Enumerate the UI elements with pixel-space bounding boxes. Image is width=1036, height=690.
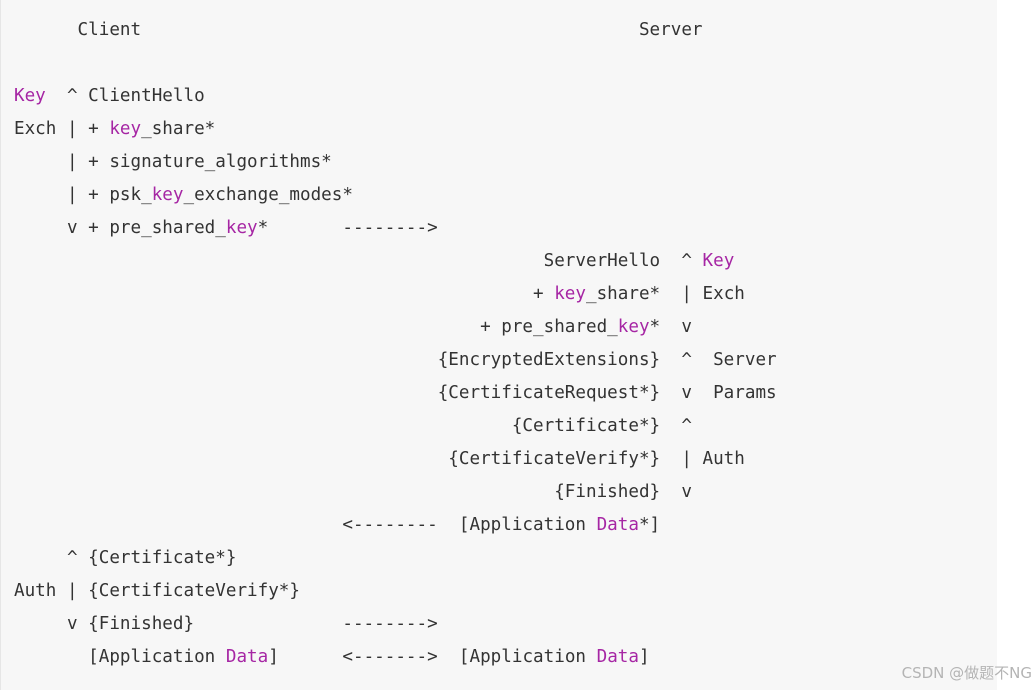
code-text: * v [649,317,692,337]
keyword-token: Data [596,515,639,535]
code-text: Auth | {CertificateVerify*} [14,581,300,601]
code-text: | + psk_ [14,185,152,205]
code-line: v + pre_shared_key* --------> [14,212,777,245]
code-line: {Certificate*} ^ [14,410,777,443]
code-text: + pre_shared_ [14,317,618,337]
code-text: _share* [141,119,216,139]
code-text: {Certificate*} ^ [14,416,692,436]
watermark: CSDN @做题不NG [901,664,1032,682]
code-text: ^ ClientHello [45,86,205,106]
keyword-token: key [617,317,650,337]
code-line: {EncryptedExtensions} ^ Server [14,344,777,377]
code-text: * --------> [257,218,438,238]
keyword-token: key [109,119,142,139]
code-line: | + signature_algorithms* [14,146,777,179]
code-line: Auth | {CertificateVerify*} [14,575,777,608]
keyword-token: key [554,284,586,304]
code-text: <-------- [Application [14,515,597,535]
code-text: {Finished} v [14,482,692,502]
code-line: Client Server [14,14,777,47]
code-text: [Application [14,647,226,667]
code-text: ^ {Certificate*} [14,548,237,568]
code-text: {EncryptedExtensions} ^ Server [14,350,777,370]
code-text: ] <-------> [Application [268,647,597,667]
code-line: + pre_shared_key* v [14,311,777,344]
code-text: _share* | Exch [586,284,745,304]
code-text: Exch | + [14,119,110,139]
code-text: *] [638,515,661,535]
code-line: Exch | + key_share* [14,113,777,146]
code-text: Client Server [14,20,703,40]
code-text: v + pre_shared_ [14,218,226,238]
keyword-token: Data [225,647,269,667]
code-line [14,47,777,80]
keyword-token: key [225,218,258,238]
code-line: + key_share* | Exch [14,278,777,311]
code-text: ServerHello ^ [14,251,703,271]
keyword-token: Key [702,251,735,271]
code-line: v {Finished} --------> [14,608,777,641]
code-line: {CertificateRequest*} v Params [14,377,777,410]
code-text: v {Finished} --------> [14,614,438,634]
code-line: {CertificateVerify*} | Auth [14,443,777,476]
keyword-token: Key [14,86,46,106]
code-text: | + signature_algorithms* [14,152,332,172]
code-line: ServerHello ^ Key [14,245,777,278]
code-text: ] [638,647,650,667]
code-line: Key ^ ClientHello [14,80,777,113]
code-line: [Application Data] <-------> [Applicatio… [14,641,777,674]
code-text: + [14,284,555,304]
code-line: {Finished} v [14,476,777,509]
code-text: {CertificateVerify*} | Auth [14,449,745,469]
keyword-token: key [151,185,184,205]
keyword-token: Data [596,647,639,667]
code-line: | + psk_key_exchange_modes* [14,179,777,212]
code-text: {CertificateRequest*} v Params [14,383,777,403]
code-line: <-------- [Application Data*] [14,509,777,542]
code-text: _exchange_modes* [183,185,353,205]
code-line: ^ {Certificate*} [14,542,777,575]
